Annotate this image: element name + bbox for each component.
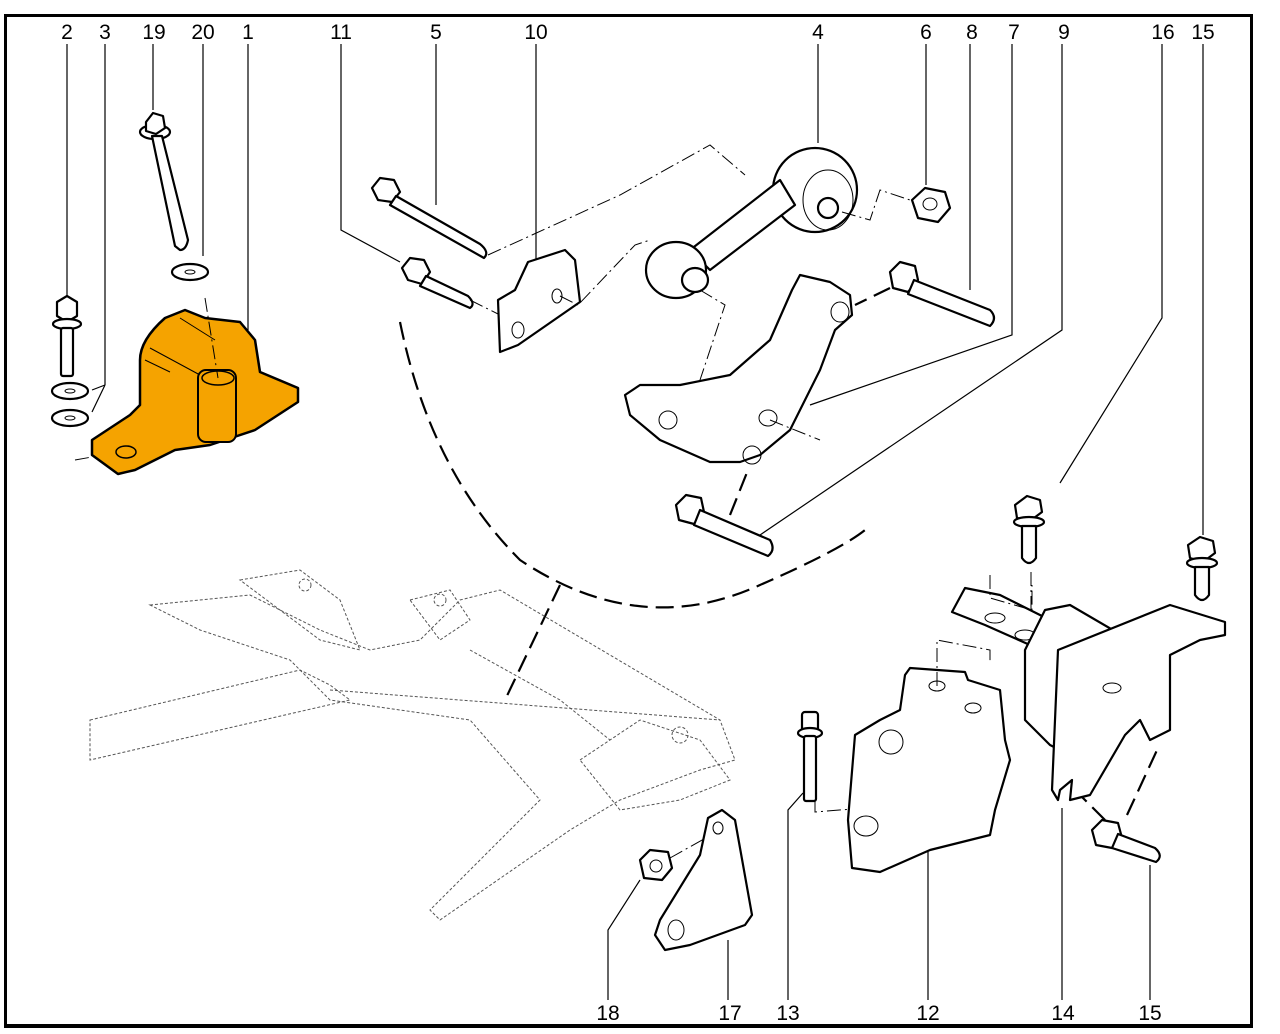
callout-15-top: 15 [1191, 21, 1215, 44]
assembly-arrow [504, 584, 561, 701]
part-5-bolt [370, 176, 488, 260]
part-10-plate [487, 144, 746, 354]
part-1-engine-mount [74, 297, 300, 476]
callout-6: 6 [920, 21, 932, 44]
callout-18: 18 [596, 1002, 620, 1025]
callout-9: 9 [1058, 21, 1070, 44]
part-11-bolt [400, 256, 511, 321]
callout-10: 10 [524, 21, 548, 44]
part-3-washers [50, 381, 90, 428]
part-18-nut [638, 829, 721, 882]
callout-15-bottom: 15 [1138, 1002, 1162, 1025]
subframe-ghost [89, 569, 736, 921]
callout-14: 14 [1051, 1002, 1075, 1025]
part-15-bolt-top [1185, 535, 1219, 602]
callout-20: 20 [191, 21, 215, 44]
callout-4: 4 [812, 21, 824, 44]
callout-17: 17 [718, 1002, 742, 1025]
part-4-torque-rod [644, 146, 911, 393]
part-13-bolt [796, 710, 866, 813]
callout-16: 16 [1151, 21, 1175, 44]
callout-12: 12 [916, 1002, 940, 1025]
part-6-nut [910, 186, 952, 224]
part-15-bolt-bottom [1079, 747, 1161, 864]
callout-8: 8 [966, 21, 978, 44]
diagram-frame [4, 14, 1253, 1028]
callout-3: 3 [99, 21, 111, 44]
part-16-bolt [1012, 494, 1046, 650]
part-7-bracket [623, 273, 891, 516]
callout-11: 11 [330, 21, 352, 44]
callout-7: 7 [1008, 21, 1020, 44]
part-19-long-bolt [138, 111, 190, 252]
part-2-bolt [51, 294, 83, 378]
callout-1: 1 [242, 21, 254, 44]
part-20-washer [170, 262, 210, 282]
callout-2: 2 [61, 21, 73, 44]
part-8-bolt [888, 260, 996, 328]
callout-19: 19 [142, 21, 166, 44]
callout-5: 5 [430, 21, 442, 44]
assembly-callout-arc [398, 321, 866, 609]
part-17-bracket [653, 808, 754, 952]
callout-13: 13 [776, 1002, 800, 1025]
leader-lines [66, 44, 1204, 1000]
part-14-gearbox-mount [950, 575, 1227, 802]
part-9-bolt [674, 493, 774, 558]
part-12-gearbox-bracket [846, 639, 1012, 874]
